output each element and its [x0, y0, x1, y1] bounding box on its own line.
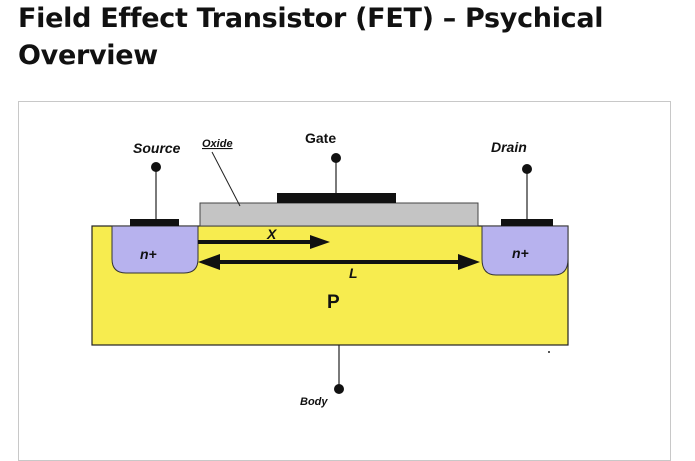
drain-n-plus-region — [481, 225, 569, 276]
fet-diagram: Source Oxide Gate Drain n+ n+ X L P Body — [91, 130, 569, 408]
gate-label: Gate — [305, 130, 336, 146]
length-l-arrow-head-right — [458, 254, 480, 270]
channel-x-label: X — [266, 226, 278, 242]
gate-contact — [277, 193, 396, 203]
gate-terminal — [331, 153, 341, 163]
length-l-arrow-head-left — [198, 254, 220, 270]
source-label: Source — [133, 140, 181, 156]
oxide-label: Oxide — [202, 138, 233, 150]
source-contact — [130, 219, 179, 226]
body-terminal — [334, 384, 344, 394]
source-region-label: n+ — [140, 246, 157, 262]
channel-x-arrow-head — [310, 235, 330, 249]
source-terminal — [151, 162, 161, 172]
drain-region-label: n+ — [512, 245, 529, 261]
oxide-pointer-line — [211, 151, 241, 207]
drain-contact — [501, 219, 553, 226]
source-n-plus-region — [111, 225, 199, 274]
oxide-layer — [199, 202, 479, 227]
body-label: Body — [300, 396, 328, 408]
drain-terminal — [522, 164, 532, 174]
substrate-label: P — [327, 292, 340, 313]
length-l-label: L — [349, 265, 358, 281]
drain-label: Drain — [491, 139, 527, 155]
page-title: Field Effect Transistor (FET) – Psychica… — [18, 3, 604, 71]
stray-dot — [548, 351, 550, 353]
